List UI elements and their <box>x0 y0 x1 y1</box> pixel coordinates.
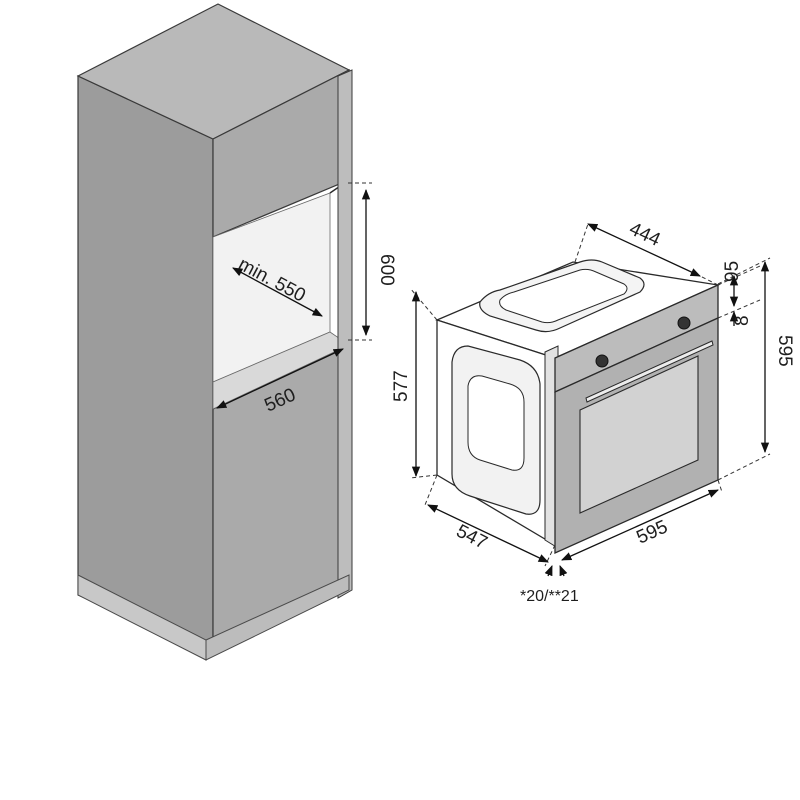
oven-side-cavity <box>451 345 541 515</box>
side-depth-label: 547 <box>453 521 491 554</box>
cabinet-plinth-front <box>205 574 350 661</box>
side-height-label: 577 <box>391 370 412 402</box>
right-knob <box>677 316 691 330</box>
oven-top-recess <box>479 259 645 333</box>
top-depth-label: 444 <box>626 218 664 251</box>
niche-height-label: 600 <box>376 254 397 286</box>
dim-door-thickness: *20/**21 <box>520 565 579 605</box>
cabinet-trim <box>337 69 353 599</box>
front-width-label: 595 <box>633 516 671 548</box>
dim-front-height: 595 <box>717 257 795 481</box>
dim-panel-offsets: 95 8 <box>717 261 761 326</box>
left-knob <box>595 354 609 368</box>
front-height-label: 595 <box>774 335 795 367</box>
dim-side-height: 577 <box>391 287 438 479</box>
cabinet-side-panel <box>77 75 214 656</box>
oven-window <box>579 355 699 514</box>
door-thickness-label: *20/**21 <box>520 588 579 605</box>
panel-gap-label: 8 <box>732 315 753 326</box>
top-offset-label: 95 <box>722 261 743 282</box>
built-in-oven <box>435 259 721 555</box>
tall-cabinet <box>76 3 353 661</box>
dim-niche-height: 600 <box>348 182 397 341</box>
oven-door-handle <box>585 340 714 403</box>
